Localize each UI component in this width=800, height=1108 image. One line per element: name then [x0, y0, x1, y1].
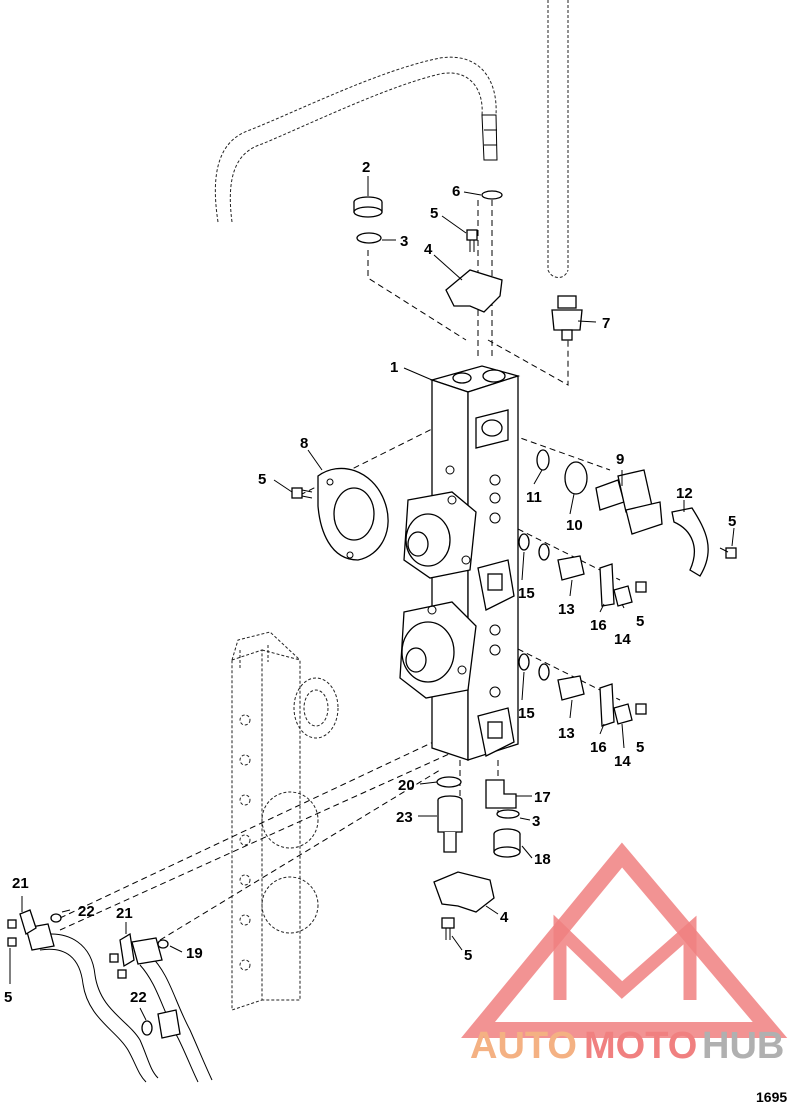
upper-valve	[403, 491, 477, 579]
callout-6: 6	[452, 183, 460, 200]
callout-22-bottom: 22	[130, 989, 147, 1006]
callout-14-upper: 14	[614, 631, 631, 648]
o-ring-part-3-bottom	[496, 809, 520, 819]
screw-part-5-clip	[719, 547, 737, 559]
lower-left-small-parts	[7, 909, 169, 1036]
callout-17: 17	[534, 789, 551, 806]
callout-4-top: 4	[424, 241, 433, 258]
clip-part-12	[671, 507, 709, 577]
injector-part-9	[595, 469, 663, 535]
callout-21-left: 21	[12, 875, 29, 892]
callout-18: 18	[534, 851, 551, 868]
screw-part-5-bottom	[441, 917, 455, 940]
callout-5-gasket: 5	[258, 471, 266, 488]
watermark-moto: MOTO	[584, 1025, 697, 1067]
watermark-hub: HUB	[702, 1025, 784, 1067]
callout-19: 19	[186, 945, 203, 962]
sensor-bodies	[477, 559, 515, 757]
o-ring-part-6	[481, 190, 503, 200]
gasket-part-8	[317, 467, 389, 561]
watermark-m-shape	[553, 914, 697, 1000]
callout-12: 12	[676, 485, 693, 502]
callout-10: 10	[566, 517, 583, 534]
callout-5-bottom: 5	[464, 947, 472, 964]
plug-part-18	[493, 828, 521, 858]
plug-part-2	[353, 196, 383, 218]
figure-number: 1695	[756, 1089, 787, 1105]
fitting-part-23	[437, 795, 463, 853]
callout-5-left: 5	[4, 989, 12, 1006]
bracket-part-4-bottom	[433, 871, 495, 913]
lower-sensor-set	[518, 653, 647, 727]
callout-16-upper: 16	[590, 617, 607, 634]
callout-3-top: 3	[400, 233, 408, 250]
phantom-manifold	[231, 631, 339, 1011]
o-ring-part-20	[436, 776, 462, 788]
callout-5-lower: 5	[636, 739, 644, 756]
callout-22-left: 22	[78, 903, 95, 920]
elbow-part-17	[485, 779, 517, 809]
upper-sensor-set	[518, 533, 647, 607]
callout-16-lower: 16	[590, 739, 607, 756]
callout-2: 2	[362, 159, 370, 176]
screw-part-5-top	[466, 229, 478, 252]
callout-11: 11	[526, 489, 542, 506]
callout-15-lower: 15	[518, 705, 535, 722]
bracket-part-4-top	[445, 269, 503, 313]
o-ring-part-10	[564, 461, 588, 495]
callout-4-bottom: 4	[500, 909, 509, 926]
callout-8: 8	[300, 435, 308, 452]
callout-9: 9	[616, 451, 624, 468]
leader-lines	[9, 176, 735, 1021]
callout-7: 7	[602, 315, 610, 332]
callout-3-bottom: 3	[532, 813, 540, 830]
callout-5-upper: 5	[636, 613, 644, 630]
callout-5-top: 5	[430, 205, 438, 222]
callout-13-upper: 13	[558, 601, 575, 618]
o-ring-part-3-top	[356, 232, 382, 244]
callout-13-lower: 13	[558, 725, 575, 742]
callout-15-upper: 15	[518, 585, 535, 602]
watermark-auto: AUTO	[470, 1025, 577, 1067]
callout-20: 20	[398, 777, 415, 794]
screw-part-5-gasket	[291, 487, 313, 499]
callouts: 1 2 3 4 5 6 7 8 5 9 11 10 12 5 15 13 16 …	[4, 159, 736, 1006]
watermark-logo: AUTO MOTO HUB	[461, 842, 788, 1067]
callout-23: 23	[396, 809, 413, 826]
lower-valve	[399, 601, 477, 699]
fitting-part-7	[551, 295, 583, 341]
watermark-triangle	[461, 842, 788, 1038]
callout-5-clip: 5	[728, 513, 736, 530]
callout-1: 1	[390, 359, 398, 376]
o-ring-part-11	[536, 449, 550, 471]
callout-21-mid: 21	[116, 905, 133, 922]
phantom-hose	[214, 0, 569, 278]
callout-14-lower: 14	[614, 753, 631, 770]
lower-hoses	[25, 923, 213, 1083]
